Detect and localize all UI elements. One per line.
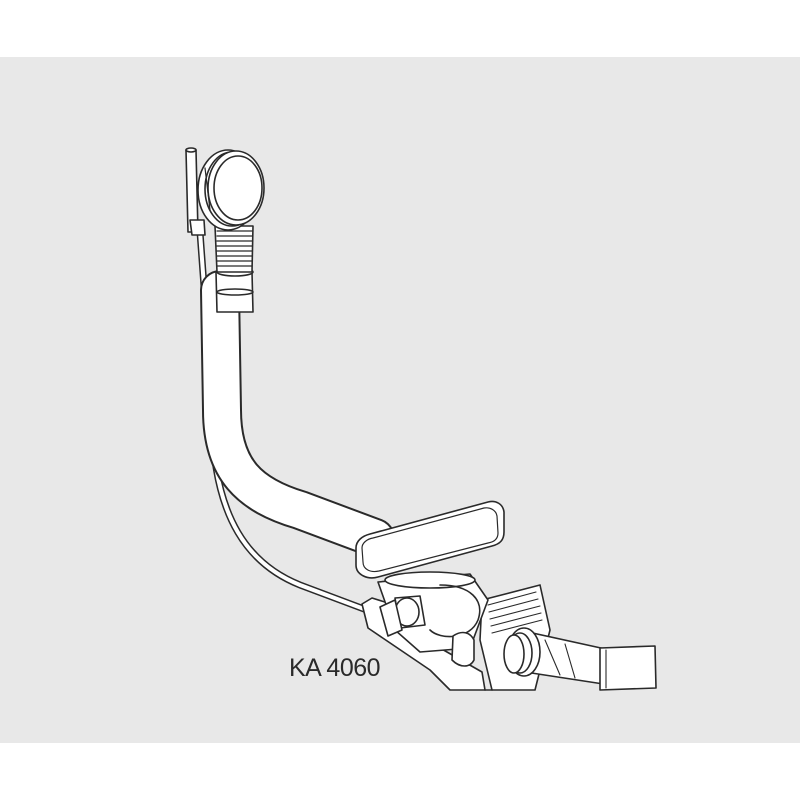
flexible-hose	[214, 225, 254, 273]
waste-plug	[355, 500, 505, 579]
model-label: KA 4060	[289, 654, 381, 682]
outlet-pipe	[503, 627, 657, 691]
overflow-cap	[197, 149, 265, 231]
pipe-collar	[215, 267, 254, 313]
waste-valve-body	[377, 571, 489, 667]
overflow-pipe	[200, 270, 395, 558]
cable-guide-rod	[185, 147, 206, 236]
